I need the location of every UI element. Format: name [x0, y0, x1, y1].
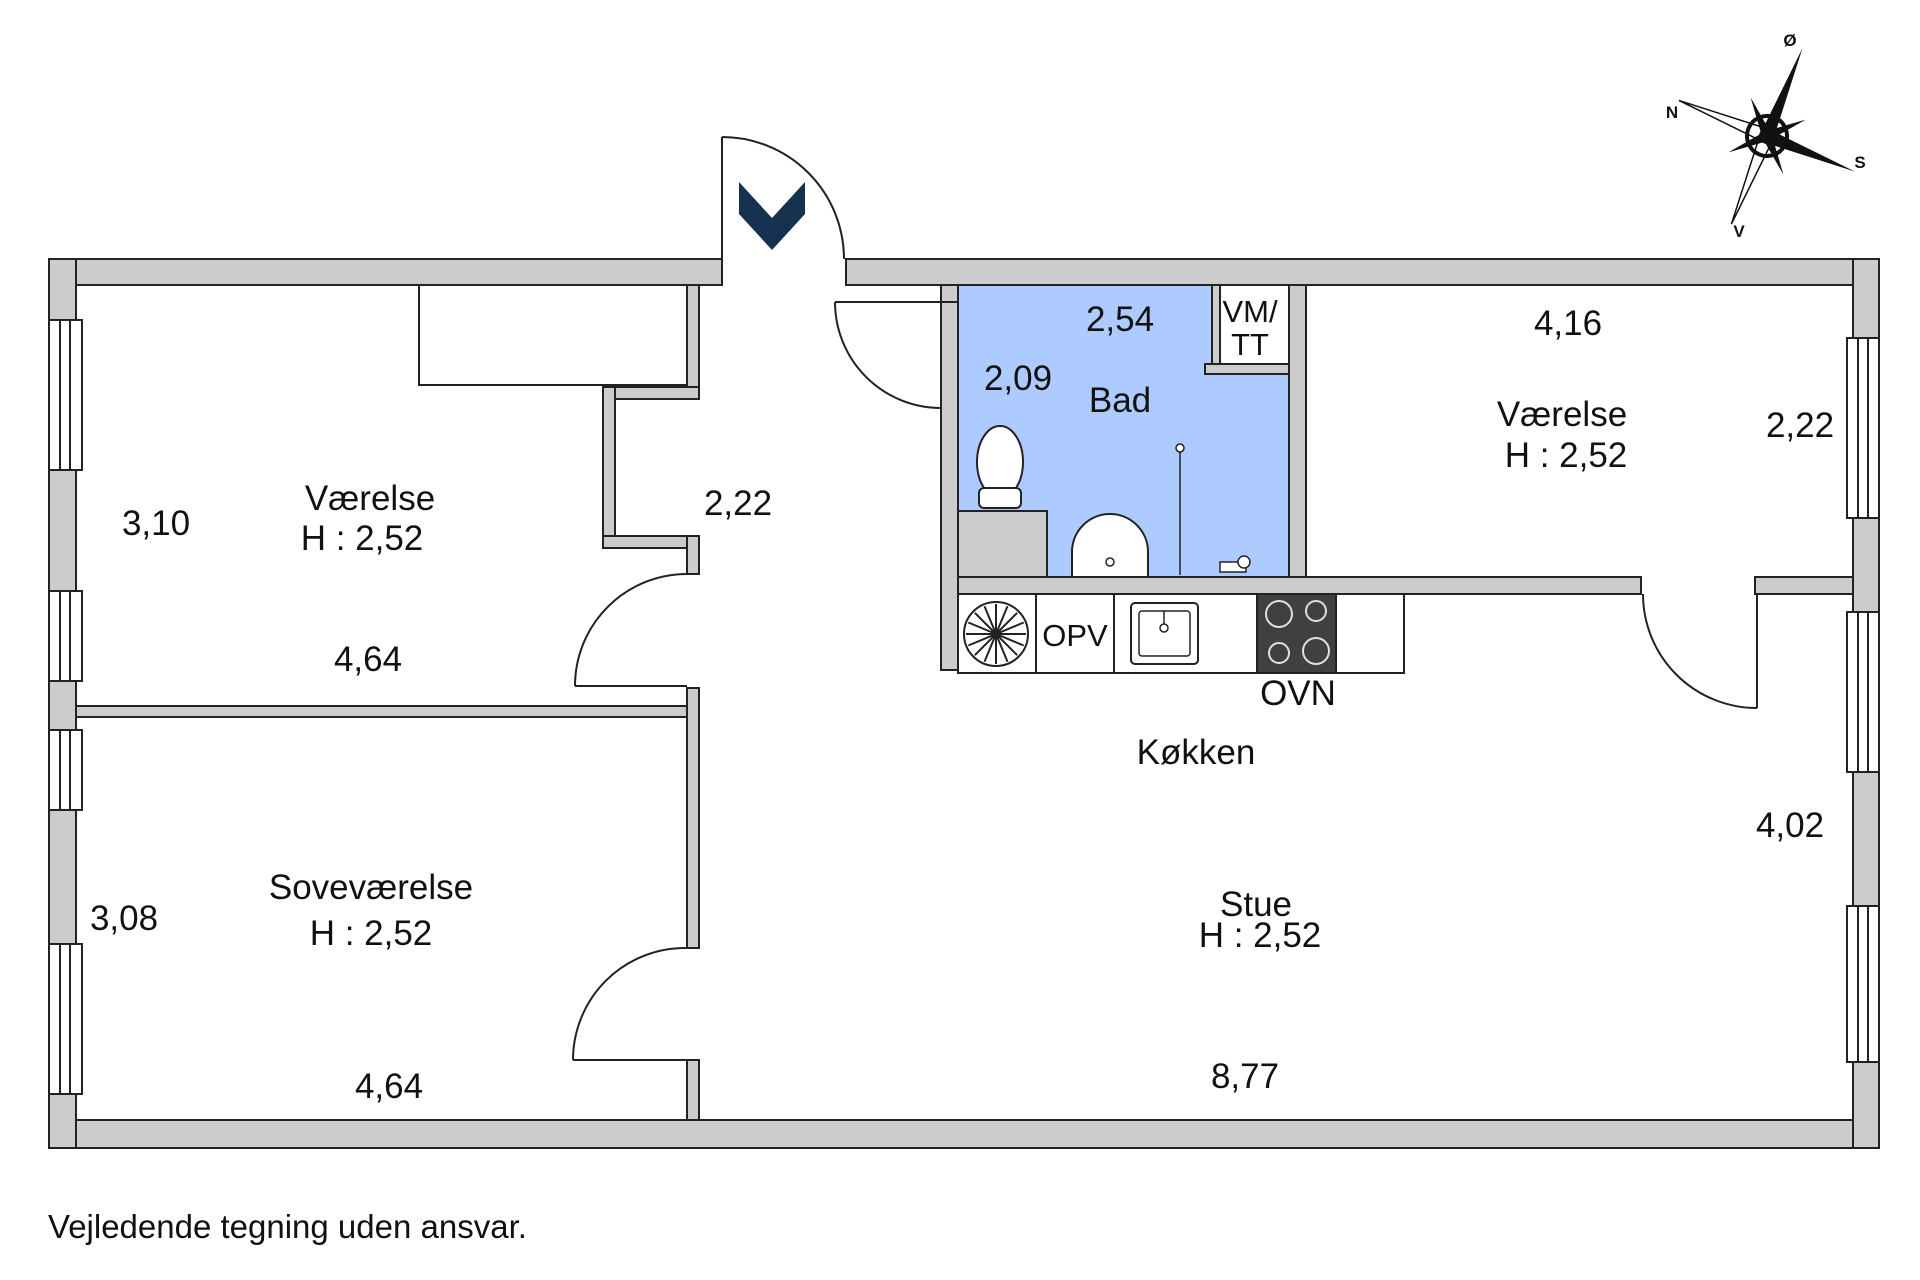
wardrobe — [418, 284, 688, 386]
room-right-top-height: H : 2,52 — [1505, 436, 1628, 475]
room-left-top-name: Værelse — [305, 479, 435, 518]
kitchen-name: Køkken — [1137, 733, 1256, 772]
ventilation-fan-icon — [963, 601, 1029, 667]
shower-icon — [1175, 443, 1251, 575]
bedroom-width: 4,64 — [355, 1067, 423, 1106]
interior-walls — [75, 284, 1854, 1121]
compass-south-label: S — [1854, 153, 1865, 172]
bathroom-floor — [941, 285, 1289, 577]
toilet-icon — [976, 425, 1024, 509]
oven-label: OVN — [1260, 674, 1336, 713]
room-left-top-width: 4,64 — [334, 640, 402, 679]
entrance-marker-icon — [739, 182, 805, 250]
living-width: 8,77 — [1211, 1057, 1279, 1096]
stove-icon — [1256, 593, 1337, 674]
disclaimer-text: Vejledende tegning uden ansvar. — [48, 1208, 527, 1245]
utility-box — [1211, 284, 1290, 365]
room-right-top-depth: 2,22 — [1766, 406, 1834, 445]
bedroom-depth: 3,08 — [90, 899, 158, 938]
bathroom-width: 2,54 — [1086, 300, 1154, 339]
dishwasher-label: OPV — [1042, 618, 1108, 653]
bedroom-height: H : 2,52 — [310, 914, 433, 953]
compass-rose-icon — [1678, 47, 1856, 225]
utility-label-line1: VM/ — [1222, 294, 1278, 329]
living-height: H : 2,52 — [1199, 916, 1322, 955]
compass-north-label: N — [1666, 103, 1678, 122]
bathroom-depth: 2,09 — [984, 359, 1052, 398]
doors — [572, 136, 1758, 1061]
living-name: Stue — [1220, 885, 1292, 924]
room-left-top-height: H : 2,52 — [301, 519, 424, 558]
compass-east-label: Ø — [1783, 31, 1796, 50]
kitchen-sink-icon — [1130, 602, 1199, 665]
compass-west-label: V — [1733, 222, 1745, 241]
sink-icon — [1071, 513, 1149, 578]
windows — [48, 319, 1880, 1095]
bedroom-name: Soveværelse — [269, 868, 473, 907]
hallway-depth: 2,22 — [704, 484, 772, 523]
room-right-top-width: 4,16 — [1534, 304, 1602, 343]
room-left-top-depth: 3,10 — [122, 504, 190, 543]
bathroom-name: Bad — [1089, 381, 1151, 420]
utility-label-line2: TT — [1231, 327, 1269, 362]
living-depth: 4,02 — [1756, 806, 1824, 845]
room-right-top-name: Værelse — [1497, 395, 1627, 434]
